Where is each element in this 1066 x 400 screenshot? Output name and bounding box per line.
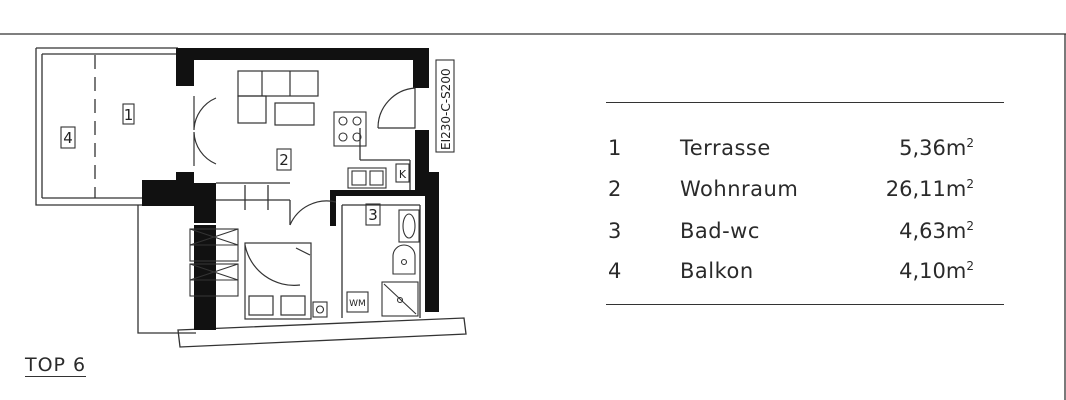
kitchen-tag: K <box>399 168 407 181</box>
unit-label: TOP 6 <box>25 354 87 377</box>
room-tag-box-1 <box>122 103 135 125</box>
room-tag-1: 1 <box>124 106 134 124</box>
kitchen-sink <box>347 167 387 189</box>
legend-bottom-rule <box>606 304 1004 305</box>
legend-room-number: 4 <box>608 259 622 283</box>
shower <box>381 281 419 317</box>
legend-row: 1 Terrasse 5,36m2 <box>606 136 1004 166</box>
legend-row: 3 Bad-wc 4,63m2 <box>606 219 1004 249</box>
legend-room-name: Terrasse <box>680 136 771 160</box>
legend-room-number: 3 <box>608 219 622 243</box>
room-tag-2: 2 <box>279 151 289 169</box>
interior-walls <box>216 128 421 318</box>
washer-tag: WM <box>349 299 366 309</box>
room-tag-4: 4 <box>63 129 73 147</box>
heater <box>312 301 328 318</box>
legend-room-area: 5,36m2 <box>899 136 974 160</box>
legend-room-name: Bad-wc <box>680 219 760 243</box>
sofa <box>237 70 319 124</box>
legend-row: 4 Balkon 4,10m2 <box>606 259 1004 289</box>
door-tag-box <box>435 59 455 153</box>
door-tag: EI230-C-S200 <box>439 68 453 150</box>
legend-room-area: 4,63m2 <box>899 219 974 243</box>
toilet <box>392 244 416 275</box>
sheet-frame <box>0 33 1066 400</box>
bed <box>244 242 312 320</box>
washing-machine <box>346 291 369 313</box>
legend-room-number: 1 <box>608 136 622 160</box>
legend-room-area: 4,10m2 <box>899 259 974 283</box>
room-tag-box-4 <box>60 126 76 149</box>
room-tag-box-2 <box>276 148 292 171</box>
room-tag-3: 3 <box>368 206 378 224</box>
legend-room-area: 26,11m2 <box>885 177 974 201</box>
legend-room-number: 2 <box>608 177 622 201</box>
wardrobes <box>189 228 239 297</box>
washbasin <box>398 209 420 243</box>
legend-room-name: Wohnraum <box>680 177 799 201</box>
legend-top-rule <box>606 102 1004 103</box>
terrace-outline <box>35 47 178 206</box>
building-outline <box>137 205 467 348</box>
kitchen-tag-box <box>395 163 410 183</box>
legend-row: 2 Wohnraum 26,11m2 <box>606 177 1004 207</box>
walls <box>142 48 439 330</box>
room-tag-box-3 <box>365 203 381 226</box>
coffee-table <box>274 102 315 126</box>
doors <box>193 87 416 286</box>
stove <box>333 111 367 147</box>
legend-room-name: Balkon <box>680 259 754 283</box>
area-legend: 1 Terrasse 5,36m2 2 Wohnraum 26,11m2 3 B… <box>606 102 1004 305</box>
